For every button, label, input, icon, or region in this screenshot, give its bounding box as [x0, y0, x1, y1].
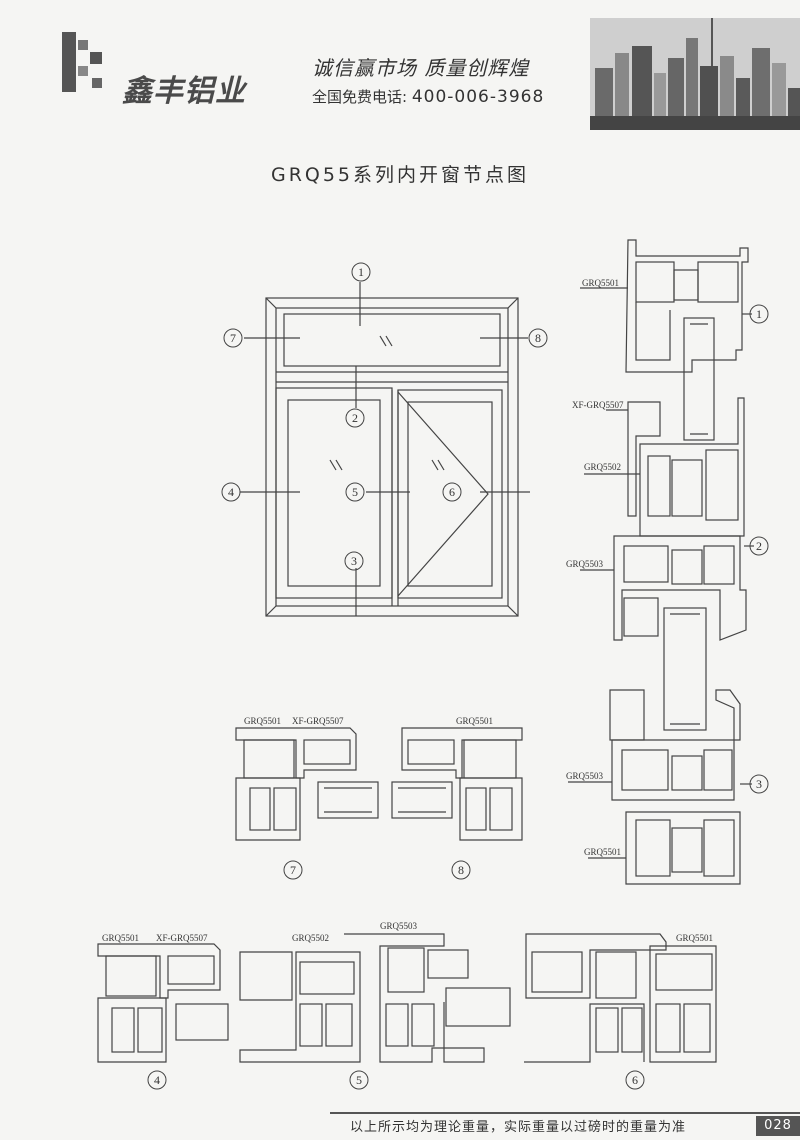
footer-note: 以上所示均为理论重量，实际重量以过磅时的重量为准 — [350, 1120, 687, 1135]
callout-1: 1 — [358, 265, 364, 279]
window-elevation — [240, 282, 530, 617]
profile-label: GRQ5502 — [584, 462, 621, 472]
page-footer: 以上所示均为理论重量，实际重量以过磅时的重量为准 028 — [330, 1112, 800, 1140]
profile-label: GRQ5501 — [102, 933, 139, 943]
section-number-3: 3 — [756, 777, 762, 791]
profile-label: GRQ5501 — [584, 847, 621, 857]
callout-8: 8 — [535, 331, 541, 345]
profile-label: GRQ5502 — [292, 933, 329, 943]
section-7 — [235, 727, 379, 841]
section-number-7: 7 — [290, 863, 296, 877]
page-title: GRQ55系列内开窗节点图 — [270, 164, 530, 186]
profile-label: GRQ5501 — [582, 278, 619, 288]
section-4 — [97, 943, 229, 1063]
hotline-label: 全国免费电话: — [312, 88, 408, 106]
section-6 — [524, 933, 717, 1063]
profile-label: GRQ5503 — [566, 771, 604, 781]
profile-label: GRQ5501 — [244, 716, 281, 726]
callout-7: 7 — [230, 331, 236, 345]
section-number-1: 1 — [756, 307, 762, 321]
callout-2: 2 — [352, 411, 358, 425]
company-logo-icon — [62, 32, 102, 92]
profile-label: XF-GRQ5507 — [156, 933, 208, 943]
section-8 — [391, 727, 523, 841]
callout-6: 6 — [449, 485, 455, 499]
brand-name: 鑫丰铝业 — [122, 74, 246, 109]
callout-3: 3 — [351, 554, 357, 568]
hotline: 全国免费电话: 400-006-3968 — [312, 86, 544, 107]
city-skyline-image — [590, 18, 800, 130]
profile-label: XF-GRQ5507 — [292, 716, 344, 726]
page-header: 鑫丰铝业 诚信赢市场 质量创辉煌 全国免费电话: 400-006-3968 — [0, 0, 800, 135]
hotline-number: 400-006-3968 — [411, 87, 545, 107]
section-number-2: 2 — [756, 539, 762, 553]
section-number-8: 8 — [458, 863, 464, 877]
profile-label: GRQ5501 — [456, 716, 493, 726]
section-number-5: 5 — [356, 1073, 362, 1087]
section-5 — [239, 933, 511, 1063]
profile-label: GRQ5503 — [380, 921, 418, 931]
footer-divider — [330, 1112, 800, 1114]
profile-label: GRQ5503 — [566, 559, 604, 569]
page-number: 028 — [756, 1116, 800, 1136]
callout-4: 4 — [228, 485, 234, 499]
profile-label: GRQ5501 — [676, 933, 713, 943]
section-number-4: 4 — [154, 1073, 160, 1087]
slogan: 诚信赢市场 质量创辉煌 — [312, 56, 530, 80]
callout-5: 5 — [352, 485, 358, 499]
profile-label: XF-GRQ5507 — [572, 400, 624, 410]
section-number-6: 6 — [632, 1073, 638, 1087]
